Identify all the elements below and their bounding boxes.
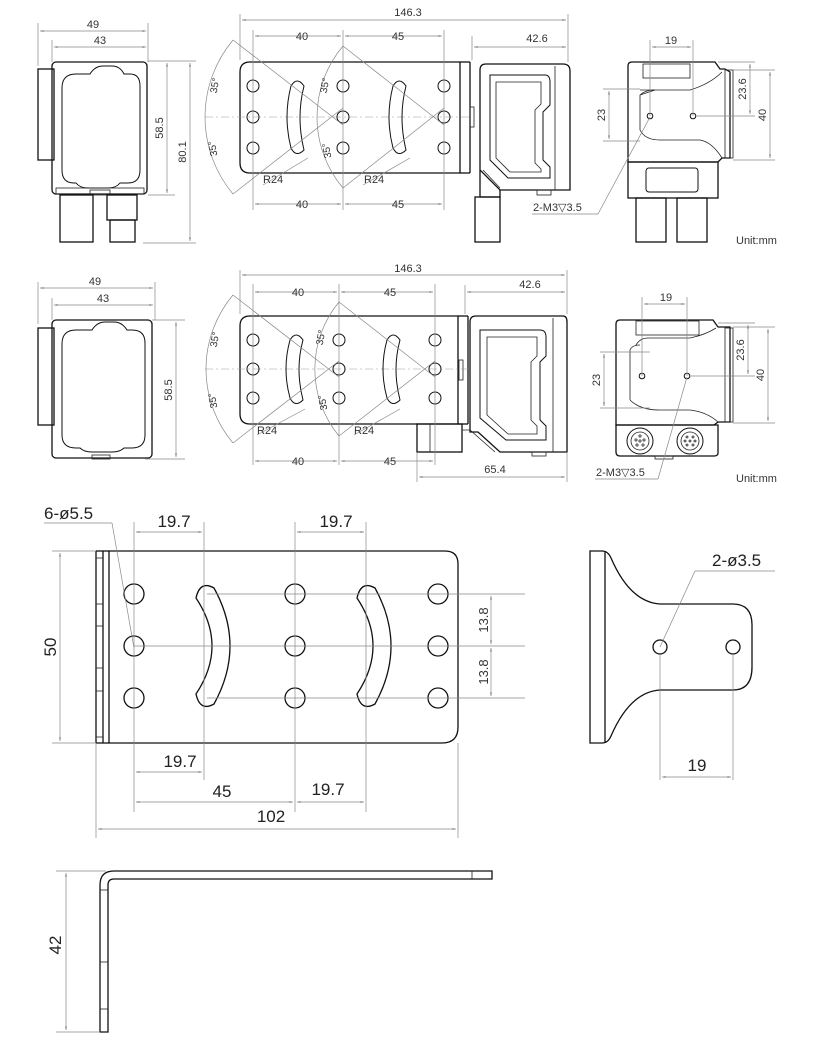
bracket-plan xyxy=(95,550,525,744)
connector-m12-left xyxy=(626,427,654,455)
dim-angle-1: 35° xyxy=(209,77,222,94)
dim-angle-2-2: 35° xyxy=(207,392,220,409)
dim-angle-2: 35° xyxy=(207,140,220,157)
bracket-side xyxy=(99,870,493,1033)
hole-callout-2x3.5: 2-ø3.5 xyxy=(712,551,761,570)
view1-camera-side xyxy=(474,63,571,243)
bracket-side-dimensions: 42 xyxy=(46,870,106,1033)
dim-height-total: 80.1 xyxy=(177,141,189,162)
dim-connector-length: 65.4 xyxy=(484,464,505,476)
dim-hole-pitch-2: 19 xyxy=(660,292,672,304)
view2-top-bracket xyxy=(205,294,469,444)
thread-callout-2: 2-M3▽3.5 xyxy=(596,467,645,479)
dim-radius-1: R24 xyxy=(263,174,283,186)
unit-label-2: Unit:mm xyxy=(736,473,777,485)
dim-pitch-40-bottom-2: 40 xyxy=(292,456,304,468)
dim-pitch-45-top: 45 xyxy=(392,31,404,43)
dim-hole-offset-2: 23 xyxy=(591,374,603,386)
dim-height-body: 58.5 xyxy=(154,117,166,138)
dim-overall-length-2: 146.3 xyxy=(394,263,422,275)
dim-width-inner: 43 xyxy=(94,35,106,47)
dim-width-outer-2: 49 xyxy=(89,276,101,288)
dim-angle-4-2: 35° xyxy=(317,394,330,411)
view2-camera-end-dimensions: 19 23 23.6 40 2-M3▽3.5 Unit:mm xyxy=(591,292,777,485)
dim-angle-1-2: 35° xyxy=(209,331,222,348)
view1-camera-end xyxy=(627,61,734,243)
dim-side-height: 42 xyxy=(46,936,65,955)
dim-hole-spacing: 45 xyxy=(213,782,232,801)
dim-height-2: 40 xyxy=(755,369,767,381)
unit-label: Unit:mm xyxy=(736,235,777,247)
dim-width-inner-2: 43 xyxy=(97,293,109,305)
dim-end-hole-pitch: 19 xyxy=(688,756,707,775)
dim-radius-1-2: R24 xyxy=(257,425,277,437)
view2-camera-side xyxy=(416,315,568,457)
dim-pitch-40-bottom: 40 xyxy=(296,199,308,211)
bracket-end xyxy=(589,550,753,744)
view1: 49 43 58.5 80.1 xyxy=(37,7,777,247)
view2-slot-right xyxy=(382,334,401,404)
dim-angle-3-2: 35° xyxy=(315,329,328,346)
dim-bracket-length: 102 xyxy=(257,807,285,826)
dim-flange-offset: 23.6 xyxy=(737,78,749,99)
dim-pitch-45-top-2: 45 xyxy=(384,287,396,299)
dim-flange-offset-2: 23.6 xyxy=(735,339,747,360)
view1-slot-left xyxy=(286,80,305,154)
dim-camera-depth-2: 42.6 xyxy=(519,279,540,291)
view2: 49 43 58.5 xyxy=(37,263,777,485)
dim-slot-pitch-top-left: 19.7 xyxy=(157,512,190,531)
view2-slot-left xyxy=(285,334,304,404)
view1-front-camera xyxy=(37,61,148,243)
view2-top-dimensions: 146.3 40 45 40 45 35° 35° 35° 35° R24 R2… xyxy=(207,263,568,482)
dim-width-outer: 49 xyxy=(87,19,99,31)
view2-front-camera xyxy=(37,319,153,460)
dim-radius-2: R24 xyxy=(364,174,384,186)
dim-hole-pitch: 19 xyxy=(665,35,677,47)
dim-pitch-40-top: 40 xyxy=(296,31,308,43)
dim-slot-pitch-top-right: 19.7 xyxy=(319,512,352,531)
view1-top-dimensions: 146.3 40 45 40 45 35° 35° 35° 35° R24 R2… xyxy=(207,7,569,211)
dim-hole-offset: 23 xyxy=(596,109,608,121)
dim-angle-4: 35° xyxy=(321,142,334,159)
dim-slot-pitch-bottom-right: 19.7 xyxy=(311,780,344,799)
dim-row-spacing-upper: 13.8 xyxy=(476,607,491,632)
view1-slot-right xyxy=(388,80,407,154)
dim-camera-depth: 42.6 xyxy=(526,33,547,45)
view2-front-dimensions: 49 43 58.5 xyxy=(37,276,185,460)
dim-height-body-2: 58.5 xyxy=(163,379,175,400)
dim-pitch-45-bottom: 45 xyxy=(392,199,404,211)
thread-callout: 2-M3▽3.5 xyxy=(533,202,582,214)
dim-pitch-40-top-2: 40 xyxy=(292,287,304,299)
dim-pitch-45-bottom-2: 45 xyxy=(384,456,396,468)
bracket-plan-dimensions: 19.7 19.7 6-ø5.5 50 13.8 13.8 19.7 45 19… xyxy=(41,504,493,838)
view1-top-bracket xyxy=(204,39,475,195)
dim-radius-2-2: R24 xyxy=(354,425,374,437)
hole-callout-6x5.5: 6-ø5.5 xyxy=(44,504,93,523)
dim-slot-pitch-bottom-left: 19.7 xyxy=(163,752,196,771)
dim-height: 40 xyxy=(757,109,769,121)
bracket-end-dimensions: 2-ø3.5 19 xyxy=(659,551,775,780)
dim-bracket-height: 50 xyxy=(41,638,60,657)
view2-camera-end xyxy=(615,319,734,460)
view1-front-dimensions: 49 43 58.5 80.1 xyxy=(37,19,196,244)
view1-camera-side-dimensions: 42.6 xyxy=(471,33,566,60)
dim-overall-length: 146.3 xyxy=(394,7,422,19)
connector-m12-right xyxy=(676,427,704,455)
dim-row-spacing-lower: 13.8 xyxy=(476,659,491,684)
view1-camera-end-dimensions: 19 23 23.6 40 2-M3▽3.5 Unit:mm xyxy=(532,35,777,247)
dim-angle-3: 35° xyxy=(319,77,332,94)
